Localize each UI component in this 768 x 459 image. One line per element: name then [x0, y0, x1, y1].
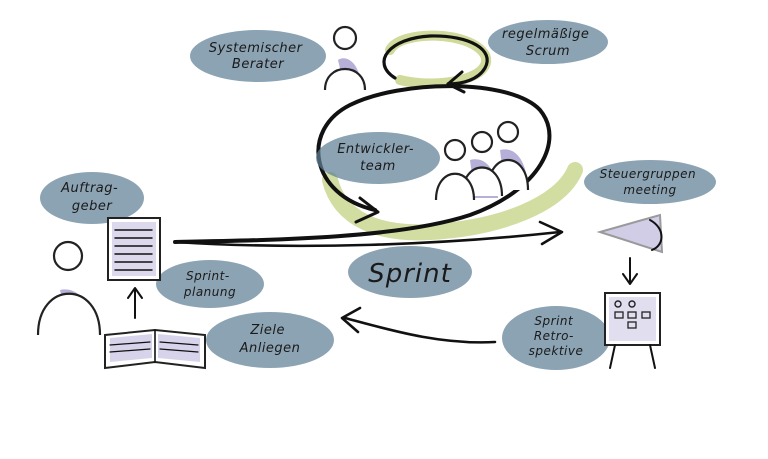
scrum-loop-arrow: [382, 34, 489, 86]
blob-systemischer-berater: [190, 30, 326, 82]
blob-auftraggeber: [40, 172, 144, 224]
label-systemischer-berater-line1: Systemischer: [209, 41, 304, 56]
label-sprint-retrospektive-line1: Sprint: [534, 314, 574, 328]
label-sprint-retrospektive-line3: spektive: [529, 344, 584, 358]
arrow-to-steuergruppe-head: [538, 220, 564, 246]
green-swoosh: [322, 162, 583, 241]
label-entwicklerteam-line2: team: [360, 159, 396, 174]
blob-sprint: [348, 246, 472, 298]
open-book-icon: [104, 328, 206, 370]
label-ziele-anliegen-line1: Ziele: [249, 323, 285, 338]
arrow-retro-to-ziele: [343, 316, 497, 344]
entwicklerteam-figures: [434, 120, 530, 201]
arrow-retro-to-ziele-head: [340, 306, 362, 334]
label-sprintplanung-line2: planung: [183, 285, 236, 299]
blob-steuergruppenmeeting: [584, 160, 716, 204]
label-ziele-anliegen: Ziele Anliegen: [239, 323, 301, 356]
label-entwicklerteam: Entwickler- team: [337, 142, 419, 174]
label-steuergruppenmeeting-line1: Steuergruppen: [600, 167, 697, 181]
sprint-loop-arrowhead: [354, 196, 380, 224]
label-sprint-retrospektive: Sprint Retro- spektive: [529, 314, 584, 358]
blob-ziele-anliegen: [206, 312, 334, 368]
blob-sprint-retrospektive: [502, 306, 610, 370]
auftraggeber-figure: [36, 240, 102, 336]
label-regelmaessige-scrum: regelmäßige Scrum: [502, 27, 594, 59]
blob-sprintplanung: [156, 260, 264, 308]
steuergruppe-eye-icon: [596, 213, 664, 254]
label-systemischer-berater: Systemischer Berater: [209, 41, 307, 72]
plan-document-icon: [107, 217, 161, 281]
label-auftraggeber-line1: Auftrag-: [60, 181, 118, 196]
blob-entwicklerteam: [316, 132, 440, 184]
arrow-book-to-plan-head: [127, 287, 143, 299]
label-sprint-retrospektive-line2: Retro-: [534, 329, 574, 343]
berater-figure: [323, 25, 367, 91]
label-regelmaessige-scrum-line2: Scrum: [526, 44, 570, 59]
label-auftraggeber: Auftrag- geber: [60, 181, 123, 214]
label-regelmaessige-scrum-line1: regelmäßige: [502, 27, 589, 42]
label-ziele-anliegen-line2: Anliegen: [239, 341, 301, 356]
sprint-loop-arrow: [173, 84, 552, 244]
label-steuergruppenmeeting-line2: meeting: [623, 183, 676, 197]
scrum-loop-arrowhead: [446, 70, 466, 94]
label-sprintplanung: Sprint- planung: [183, 269, 236, 299]
label-auftraggeber-line2: geber: [72, 199, 114, 214]
arrow-eye-to-board-head: [622, 273, 638, 285]
label-sprint: Sprint: [368, 259, 452, 289]
retro-board-icon: [604, 292, 661, 369]
label-sprintplanung-line1: Sprint-: [186, 269, 230, 283]
label-systemischer-berater-line2: Berater: [232, 57, 285, 72]
label-entwicklerteam-line1: Entwickler-: [337, 142, 414, 157]
label-steuergruppenmeeting: Steuergruppen meeting: [600, 167, 701, 197]
blob-regelmaessige-scrum: [488, 20, 608, 64]
arrow-to-steuergruppe: [173, 230, 562, 248]
